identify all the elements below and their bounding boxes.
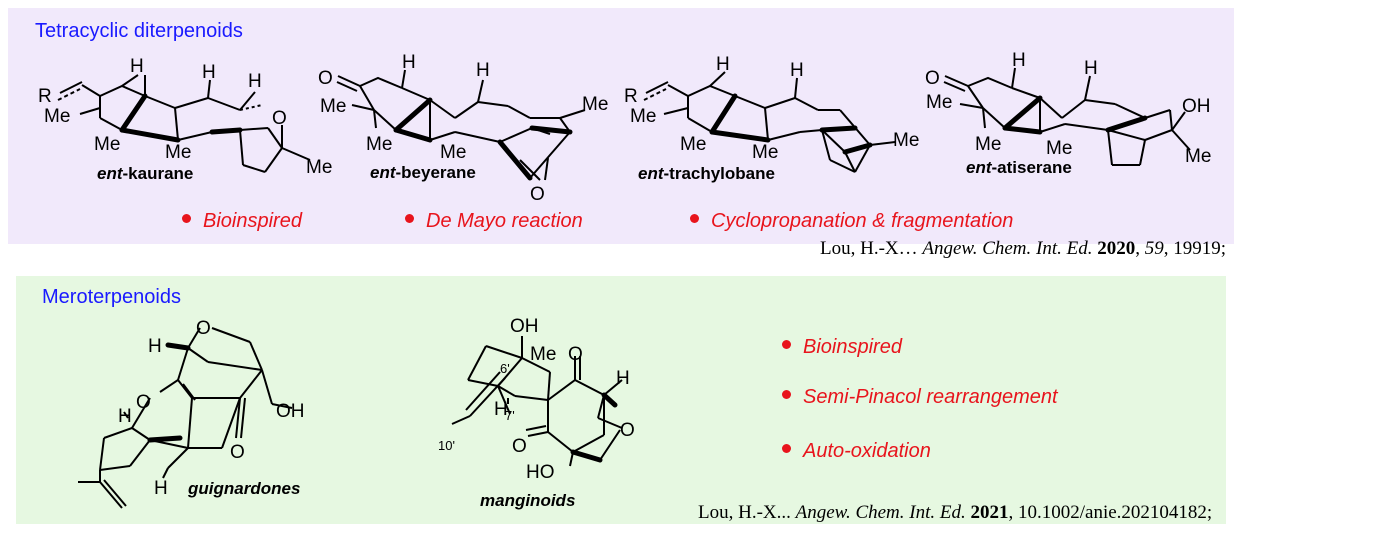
svg-text:Me: Me bbox=[630, 106, 656, 127]
label-ent-kaurane: ent-kaurane bbox=[97, 164, 194, 183]
svg-text:Me: Me bbox=[165, 142, 191, 163]
svg-text:O: O bbox=[230, 442, 245, 463]
svg-text:O: O bbox=[512, 436, 527, 457]
bullet-cyclopropanation: Cyclopropanation & fragmentation bbox=[690, 210, 1013, 233]
svg-text:Me: Me bbox=[366, 134, 392, 155]
svg-text:O: O bbox=[530, 184, 545, 205]
bullet-semi-pinacol: Semi-Pinacol rearrangement bbox=[782, 386, 1058, 409]
bullet-dot bbox=[405, 214, 414, 224]
svg-text:OH: OH bbox=[276, 401, 305, 422]
svg-text:O: O bbox=[136, 392, 151, 413]
svg-text:Me: Me bbox=[893, 130, 919, 151]
label-c6: 6' bbox=[500, 361, 510, 376]
svg-text:H: H bbox=[476, 60, 490, 81]
svg-text:Me: Me bbox=[306, 157, 332, 178]
bullet-dot bbox=[182, 214, 191, 224]
bullet-bioinspired-bottom: Bioinspired bbox=[782, 336, 902, 359]
svg-text:H: H bbox=[248, 71, 262, 92]
svg-text:OH: OH bbox=[1182, 96, 1211, 117]
svg-text:H: H bbox=[616, 368, 630, 389]
svg-text:Me: Me bbox=[440, 142, 466, 163]
svg-text:Me: Me bbox=[752, 142, 778, 163]
svg-text:Me: Me bbox=[530, 344, 556, 365]
label-ent-atiserane: ent-atiserane bbox=[966, 158, 1072, 177]
svg-text:Me: Me bbox=[94, 134, 120, 155]
svg-text:R: R bbox=[624, 86, 638, 107]
svg-text:H: H bbox=[1084, 58, 1098, 79]
svg-text:Me: Me bbox=[1185, 146, 1211, 167]
svg-text:H: H bbox=[202, 62, 216, 83]
svg-text:O: O bbox=[196, 318, 211, 339]
label-ent-trachylobane: ent-trachylobane bbox=[638, 164, 775, 183]
svg-text:O: O bbox=[568, 344, 583, 365]
svg-text:Me: Me bbox=[680, 134, 706, 155]
label-r: R bbox=[38, 86, 52, 107]
bullet-dot bbox=[690, 214, 699, 224]
svg-text:Me: Me bbox=[1046, 138, 1072, 159]
svg-text:H: H bbox=[716, 54, 730, 75]
svg-text:O: O bbox=[620, 420, 635, 441]
section-title-tetracyclic: Tetracyclic diterpenoids bbox=[35, 20, 243, 42]
tetracyclic-diterpenoids-panel bbox=[8, 8, 1234, 244]
label-guignardones: guignardones bbox=[188, 479, 301, 498]
bullet-auto-oxidation: Auto-oxidation bbox=[782, 440, 931, 463]
bullet-dot bbox=[782, 390, 791, 400]
label-c10: 10' bbox=[438, 438, 455, 453]
svg-text:O: O bbox=[318, 68, 333, 89]
bullet-dot bbox=[782, 444, 791, 454]
svg-text:H: H bbox=[118, 406, 132, 427]
svg-text:OH: OH bbox=[510, 316, 539, 337]
svg-text:H: H bbox=[148, 336, 162, 357]
bullet-de-mayo: De Mayo reaction bbox=[405, 210, 583, 233]
svg-text:H: H bbox=[402, 52, 416, 73]
svg-text:O: O bbox=[925, 68, 940, 89]
svg-text:Me: Me bbox=[582, 94, 608, 115]
label-c7: 7' bbox=[505, 408, 515, 423]
bullet-dot bbox=[782, 340, 791, 350]
bullet-bioinspired-top: Bioinspired bbox=[182, 210, 302, 233]
svg-text:HO: HO bbox=[526, 462, 555, 483]
reference-2021: Lou, H.-X... Angew. Chem. Int. Ed. 2021,… bbox=[698, 502, 1213, 523]
meroterpenoids-panel bbox=[16, 276, 1226, 524]
svg-text:H: H bbox=[154, 478, 168, 499]
svg-text:Me: Me bbox=[926, 92, 952, 113]
svg-text:Me: Me bbox=[975, 134, 1001, 155]
svg-text:Me: Me bbox=[320, 96, 346, 117]
reference-2020: Lou, H.-X… Angew. Chem. Int. Ed. 2020, 5… bbox=[820, 238, 1227, 259]
label-manginoids: manginoids bbox=[480, 491, 576, 510]
svg-text:Me: Me bbox=[44, 106, 70, 127]
svg-text:H: H bbox=[494, 399, 508, 420]
svg-text:O: O bbox=[272, 108, 287, 129]
svg-text:H: H bbox=[130, 56, 144, 77]
svg-text:H: H bbox=[1012, 50, 1026, 71]
svg-text:H: H bbox=[790, 60, 804, 81]
section-title-meroterpenoids: Meroterpenoids bbox=[42, 286, 181, 308]
label-ent-beyerane: ent-beyerane bbox=[370, 163, 476, 182]
